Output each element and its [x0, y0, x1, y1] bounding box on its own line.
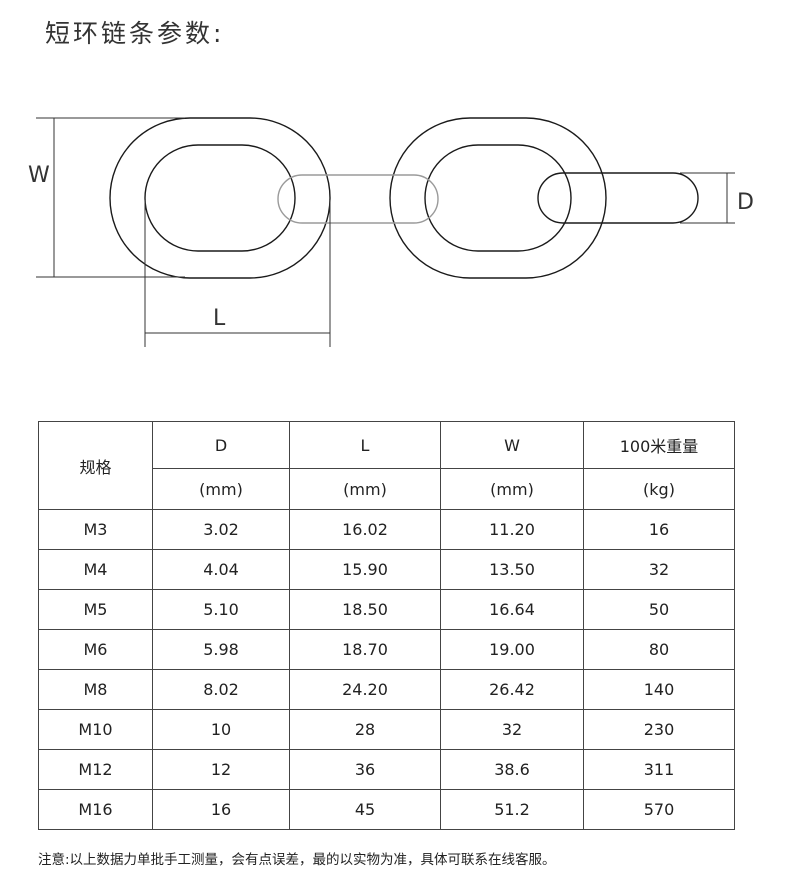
cell-spec: M6 [38, 629, 153, 670]
cell-weight: 570 [583, 789, 735, 830]
cell-d: 4.04 [152, 549, 290, 590]
spec-table: 规格 D L W 100米重量 (mm) (mm) (mm) (kg) M3 3… [38, 421, 735, 830]
table-row: M12 12 36 38.6 311 [38, 749, 735, 790]
cell-weight: 50 [583, 589, 735, 630]
cell-weight: 140 [583, 669, 735, 710]
cell-l: 16.02 [289, 509, 441, 550]
table-row: M16 16 45 51.2 570 [38, 789, 735, 830]
unit-d: (mm) [152, 468, 290, 510]
cell-spec: M16 [38, 789, 153, 830]
cell-weight: 80 [583, 629, 735, 670]
unit-w: (mm) [440, 468, 584, 510]
right-link-outer [389, 117, 607, 279]
footnote: 注意:以上数据力单批手工测量，会有点误差，最的以实物为准，具体可联系在线客服。 [38, 852, 556, 868]
label-w: W [28, 163, 50, 188]
cell-w: 11.20 [440, 509, 584, 550]
cell-l: 18.70 [289, 629, 441, 670]
cell-d: 10 [152, 709, 290, 750]
cell-spec: M5 [38, 589, 153, 630]
cell-w: 19.00 [440, 629, 584, 670]
middle-link [277, 174, 439, 224]
cell-l: 45 [289, 789, 441, 830]
header-l: L [289, 421, 441, 469]
cell-spec: M8 [38, 669, 153, 710]
cell-d: 16 [152, 789, 290, 830]
table-row: M10 10 28 32 230 [38, 709, 735, 750]
cell-w: 13.50 [440, 549, 584, 590]
left-link-outer [109, 117, 331, 279]
cell-w: 38.6 [440, 749, 584, 790]
header-spec: 规格 [38, 421, 153, 510]
cell-spec: M3 [38, 509, 153, 550]
page-title: 短环链条参数: [45, 19, 225, 48]
chain-diagram: W L D [28, 117, 754, 347]
table-row: M3 3.02 16.02 11.20 16 [38, 509, 735, 550]
cell-w: 16.64 [440, 589, 584, 630]
cell-weight: 32 [583, 549, 735, 590]
cell-weight: 16 [583, 509, 735, 550]
cell-spec: M12 [38, 749, 153, 790]
table-row: M4 4.04 15.90 13.50 32 [38, 549, 735, 590]
cell-d: 5.98 [152, 629, 290, 670]
left-link-inner [144, 144, 296, 252]
cell-weight: 230 [583, 709, 735, 750]
cell-w: 26.42 [440, 669, 584, 710]
header-w: W [440, 421, 584, 469]
cell-l: 28 [289, 709, 441, 750]
cell-l: 24.20 [289, 669, 441, 710]
unit-weight: (kg) [583, 468, 735, 510]
cell-d: 3.02 [152, 509, 290, 550]
cell-w: 32 [440, 709, 584, 750]
right-link-inner [424, 144, 572, 252]
end-link [537, 172, 699, 224]
cell-d: 5.10 [152, 589, 290, 630]
cell-weight: 311 [583, 749, 735, 790]
cell-d: 8.02 [152, 669, 290, 710]
cell-spec: M4 [38, 549, 153, 590]
cell-w: 51.2 [440, 789, 584, 830]
table-row: M5 5.10 18.50 16.64 50 [38, 589, 735, 630]
label-l: L [213, 306, 226, 331]
cell-l: 15.90 [289, 549, 441, 590]
cell-spec: M10 [38, 709, 153, 750]
table-row: M6 5.98 18.70 19.00 80 [38, 629, 735, 670]
table-row: M8 8.02 24.20 26.42 140 [38, 669, 735, 710]
cell-l: 18.50 [289, 589, 441, 630]
cell-l: 36 [289, 749, 441, 790]
header-weight: 100米重量 [583, 421, 735, 469]
unit-l: (mm) [289, 468, 441, 510]
header-d: D [152, 421, 290, 469]
label-d: D [737, 190, 754, 215]
cell-d: 12 [152, 749, 290, 790]
